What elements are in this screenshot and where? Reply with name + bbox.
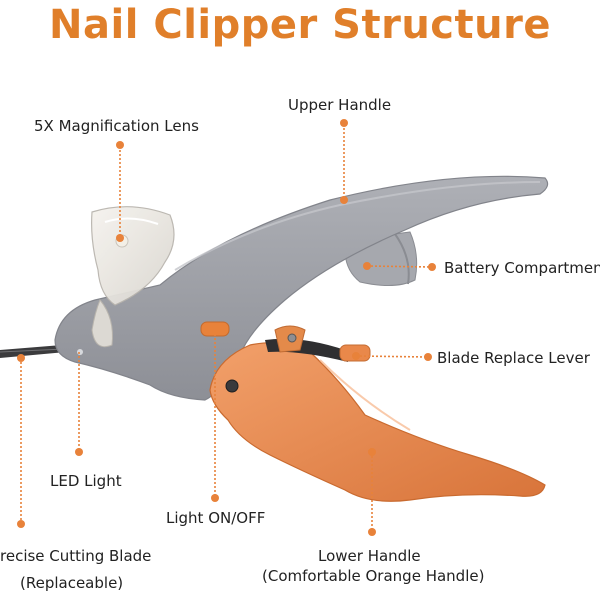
light-switch-button <box>200 321 230 337</box>
label-blade-replace-lever: Blade Replace Lever <box>437 349 590 367</box>
callout-lines <box>20 124 433 532</box>
label-lower-handle-sub: (Comfortable Orange Handle) <box>262 567 485 585</box>
label-battery-compartment: Battery Compartment <box>444 259 600 277</box>
blade-lever-arm <box>265 325 348 362</box>
label-light-on-off: Light ON/OFF <box>166 509 266 527</box>
label-lower-handle: Lower Handle <box>318 547 421 565</box>
label-magnification-lens: 5X Magnification Lens <box>34 117 199 135</box>
page-title: Nail Clipper Structure <box>49 2 551 48</box>
magnification-lens <box>91 206 175 348</box>
label-cutting-blade-sub: (Replaceable) <box>20 574 124 592</box>
pivot-pin <box>225 379 239 393</box>
upper-handle <box>54 175 549 401</box>
callout-dots <box>17 119 436 536</box>
led-light <box>77 349 83 355</box>
cutting-blade <box>0 345 66 358</box>
label-cutting-blade: recise Cutting Blade <box>0 547 152 565</box>
label-led-light: LED Light <box>50 472 122 490</box>
label-upper-handle: Upper Handle <box>288 96 392 114</box>
